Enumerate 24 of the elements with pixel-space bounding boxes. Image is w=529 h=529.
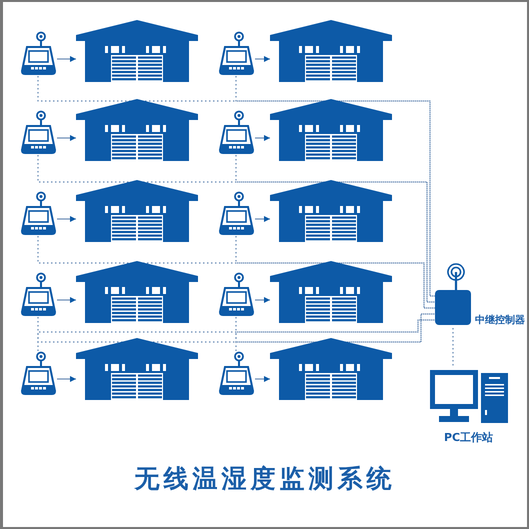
arrow [254,135,270,141]
arrow [254,297,270,303]
connector-line [38,76,436,296]
connector-line [38,320,436,352]
connector-line [236,154,436,302]
connector-line [38,314,436,342]
device-label: PC工作站 [444,430,494,445]
arrow [56,56,76,62]
connector-line [236,314,436,342]
arrow [56,297,76,303]
device-label: 中继控制器 [475,314,525,327]
arrow [254,376,270,382]
connector-line [38,154,436,302]
arrow [56,216,76,222]
connector-line [452,328,454,368]
arrow [56,376,76,382]
connector-line [236,76,436,296]
arrow [56,135,76,141]
arrow [254,216,270,222]
title: 无线温湿度监测系统 [133,463,396,495]
arrow [254,56,270,62]
connector-line [236,320,436,352]
connector-line [38,236,436,308]
connector-line [236,236,436,308]
